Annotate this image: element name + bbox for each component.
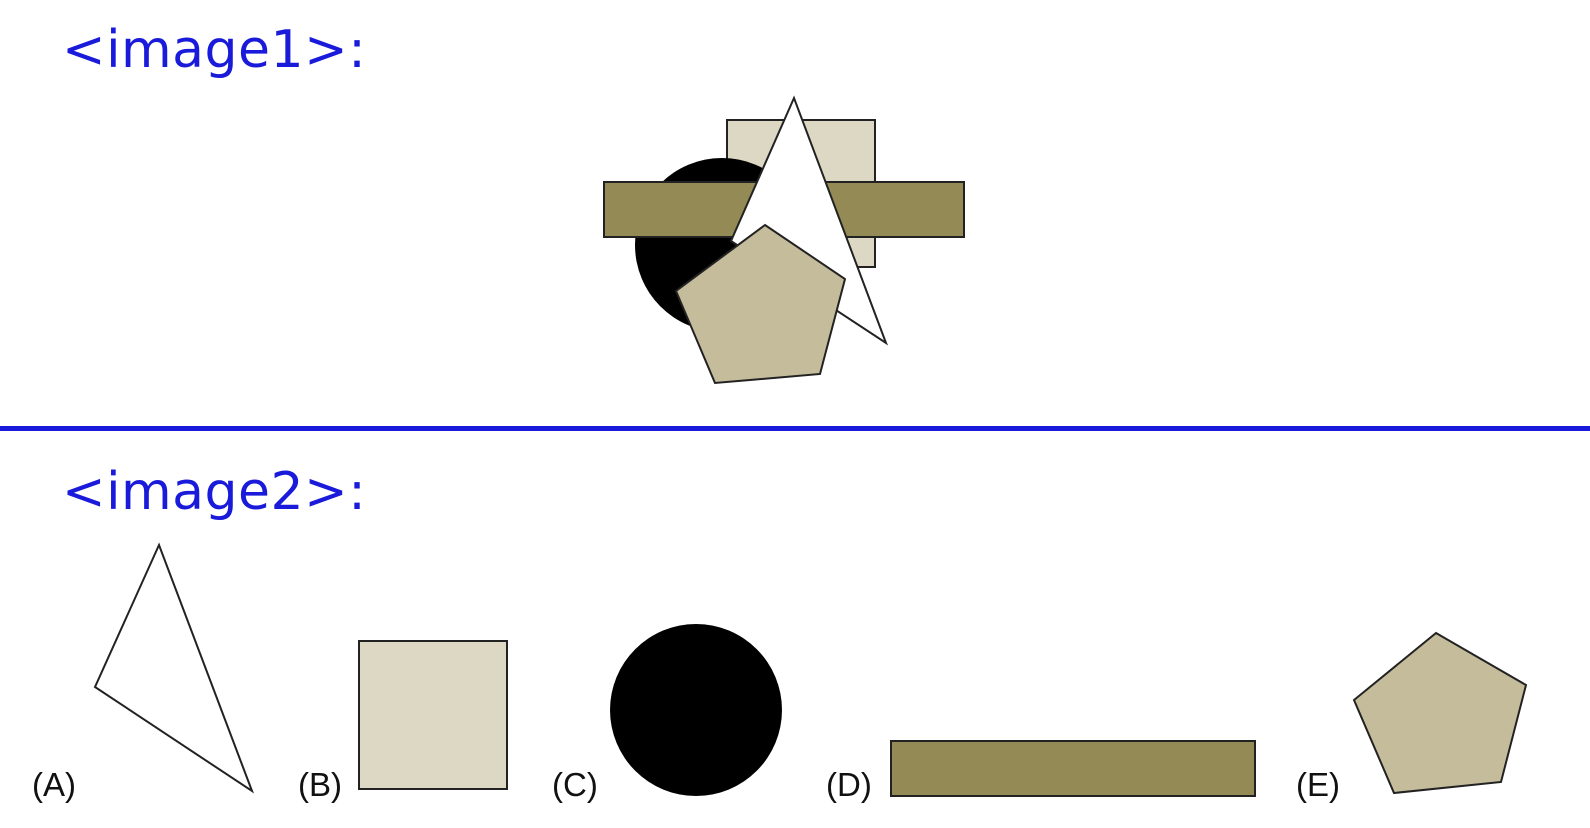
option-d-label: (D) [826,766,872,803]
image1-title: <image1>: [62,20,367,80]
option-a-white-triangle [93,542,255,794]
image2-title: <image2>: [62,462,367,522]
option-b-label: (B) [298,766,342,803]
option-e-label: (E) [1296,766,1340,803]
option-a-label: (A) [32,766,76,803]
option-d-olive-rectangle [890,740,1256,797]
section-divider [0,426,1590,431]
option-c-black-circle [610,624,782,796]
option-b-beige-square [358,640,508,790]
option-c-label: (C) [552,766,598,803]
option-e-tan-pentagon [1352,631,1528,795]
composite-tan-pentagon [674,223,847,385]
